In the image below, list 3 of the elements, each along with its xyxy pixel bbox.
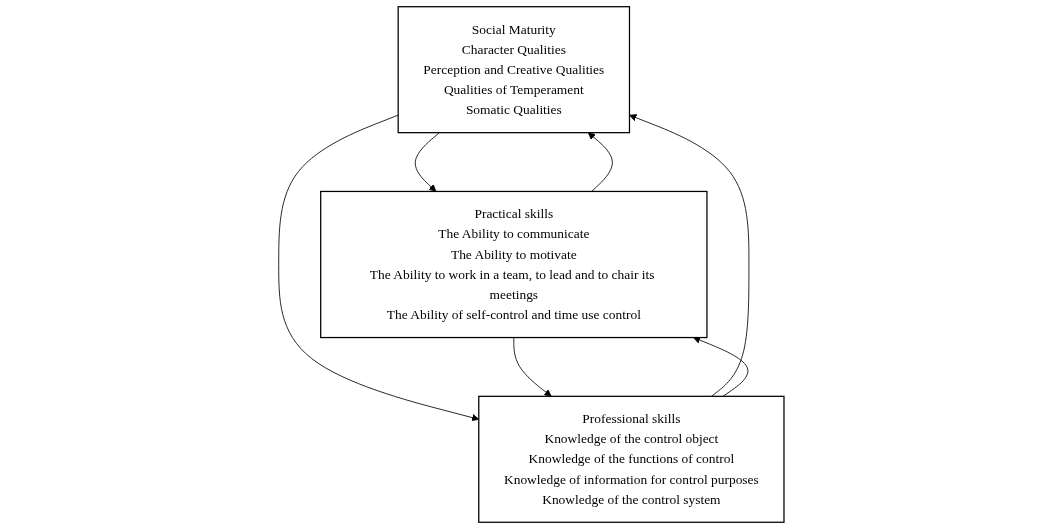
node-box: Professional skills Knowledge of the control object Knowledge of the functions of control Knowledge of information for control purposes Knowledge of the control system (477, 395, 785, 523)
node-box: Social Maturity Character Qualities Perception and Creative Qualities Qualities of Temperament Somatic Qualities (397, 6, 630, 134)
node-box: Practical skills The Ability to communicate The Ability to motivate The Ability to work in a team, to lead and to chair its meetings The Ability of self-control and time use control (319, 190, 708, 339)
